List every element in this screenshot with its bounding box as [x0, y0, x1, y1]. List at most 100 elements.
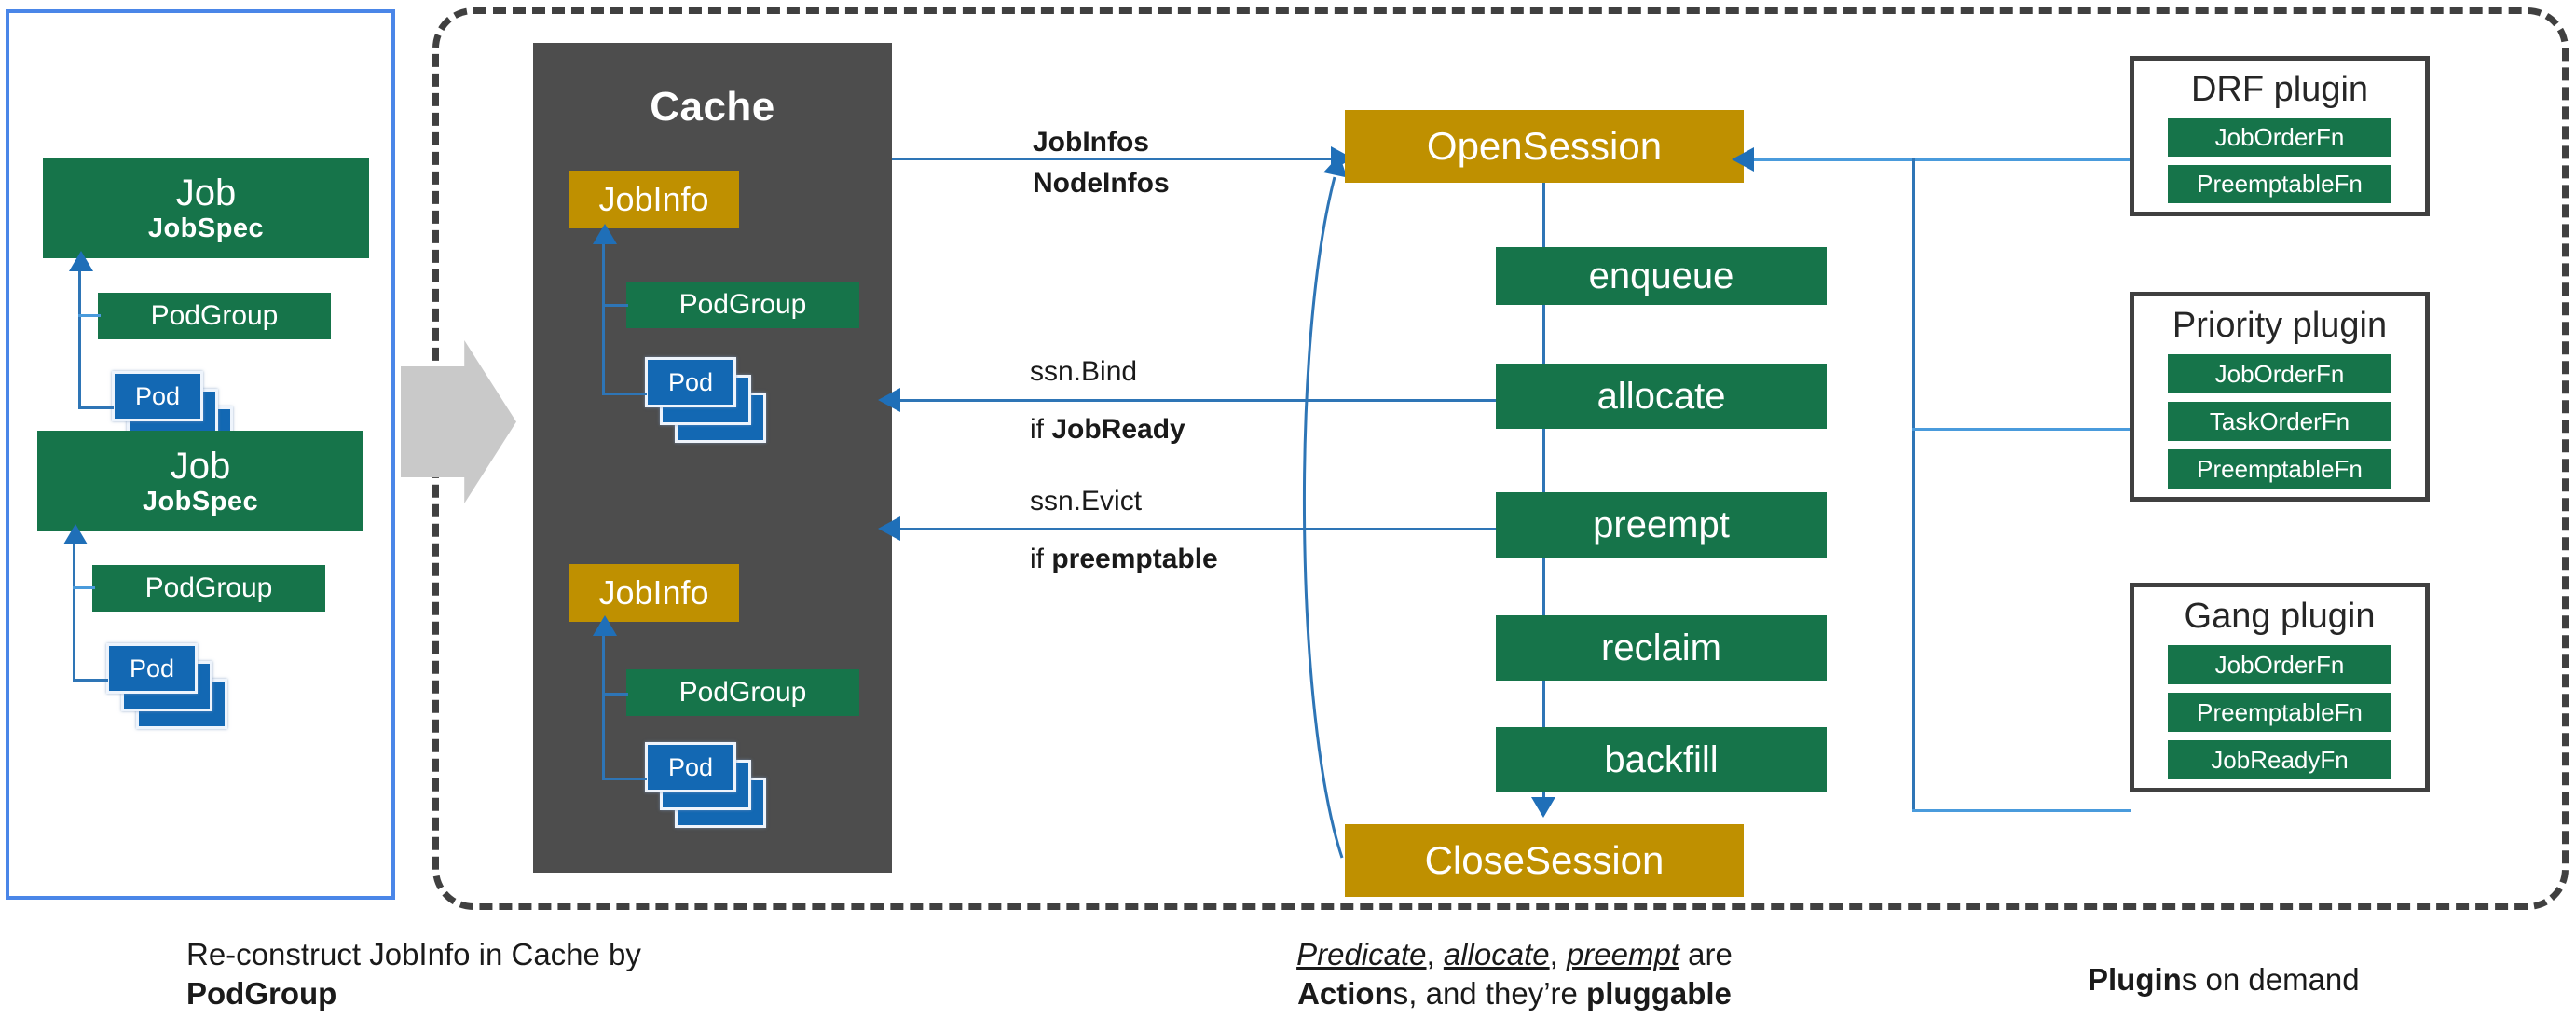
plugin-card-priority[interactable]: Priority plugin JobOrderFn TaskOrderFn P… [2130, 292, 2430, 502]
job-box-2: Job JobSpec [37, 431, 363, 531]
caption-mid-allocate: allocate [1443, 937, 1550, 971]
caption-right-bold: Plugin [2088, 962, 2182, 997]
job1-connector-arrowhead [69, 251, 93, 271]
job1-podgroup-stub [78, 314, 101, 317]
action-box-allocate[interactable]: allocate [1496, 364, 1827, 429]
caption-left: Re-construct JobInfo in Cache by PodGrou… [186, 935, 746, 1013]
action-label: preempt [1593, 504, 1730, 545]
flow-label-if-jobready: if JobReady [1030, 414, 1185, 446]
pod-card-front: Pod [106, 643, 198, 694]
job-spec-label: JobSpec [142, 486, 259, 516]
jobready-keyword: JobReady [1051, 414, 1185, 445]
caption-right: Plugins on demand [2088, 960, 2360, 999]
jobinfo1-podgroup-stub [602, 304, 628, 307]
pod-card-front: Pod [645, 742, 736, 792]
plugin-card-drf[interactable]: DRF plugin JobOrderFn PreemptableFn [2130, 56, 2430, 216]
plugin-fn-joborderfn: JobOrderFn [2168, 118, 2391, 157]
jobinfo1-pod-stub [602, 393, 647, 395]
jobinfo-box-1: JobInfo [569, 171, 739, 228]
plugin-fn-preemptablefn: PreemptableFn [2168, 693, 2391, 732]
kubernetes-resources-panel: Job JobSpec PodGroup Pod Job JobSpec Pod… [6, 9, 395, 900]
plugin-title: DRF plugin [2190, 70, 2369, 109]
jobinfo2-pod-stub [602, 778, 647, 780]
action-box-enqueue[interactable]: enqueue [1496, 247, 1827, 305]
plugin-title: Gang plugin [2184, 597, 2376, 636]
jobinfo1-connector-arrowhead [593, 224, 617, 244]
flow-label-if-preemptable: if preemptable [1030, 544, 1218, 575]
jobinfo-label: JobInfo [598, 180, 709, 219]
jobinfos-flow-line [892, 158, 1349, 160]
plugin-fn-preemptablefn: PreemptableFn [2168, 165, 2391, 203]
flow-label-jobinfos: JobInfos [1033, 127, 1149, 158]
plugin-fn-taskorderfn: TaskOrderFn [2168, 402, 2391, 441]
job-title: Job [175, 172, 237, 213]
caption-mid-pluggable: pluggable [1586, 976, 1732, 1012]
plugin-title: Priority plugin [2172, 306, 2388, 345]
podgroup-box-2: PodGroup [92, 565, 325, 612]
podgroup-label: PodGroup [678, 677, 807, 709]
job2-pod-stub [73, 679, 108, 682]
plugin-bus-gang-line [1912, 809, 2131, 812]
ssn-bind-flow-line [900, 399, 1501, 402]
plugin-bus-priority-line [1912, 428, 2131, 431]
plugin-bus-arrowhead [1732, 147, 1754, 172]
action-label: enqueue [1588, 255, 1734, 296]
action-label: reclaim [1601, 627, 1721, 668]
action-box-backfill[interactable]: backfill [1496, 727, 1827, 792]
caption-mid-actions: Action [1297, 976, 1393, 1012]
caption-left-line2: PodGroup [186, 976, 337, 1012]
backfill-to-close-arrowhead [1531, 797, 1555, 818]
opensession-box[interactable]: OpenSession [1345, 110, 1744, 183]
cache-pod-stack-2: Pod [645, 742, 766, 828]
cache-podgroup-box-2: PodGroup [626, 669, 859, 716]
pod-label: Pod [129, 654, 175, 682]
jobinfo-label: JobInfo [598, 573, 709, 613]
caption-mid-connector: s, and they’re [1392, 976, 1587, 1012]
job1-connector-vertical [78, 270, 81, 408]
caption-left-line1: Re-construct JobInfo in Cache by [186, 937, 641, 971]
plugin-bus-top-line [1754, 158, 2131, 161]
caption-mid-preempt: preempt [1566, 937, 1680, 971]
plugin-card-gang[interactable]: Gang plugin JobOrderFn PreemptableFn Job… [2130, 583, 2430, 792]
job-box-1: Job JobSpec [43, 158, 369, 258]
job-title: Job [170, 445, 231, 487]
closesession-label: CloseSession [1424, 837, 1665, 882]
plugin-fn-preemptablefn: PreemptableFn [2168, 449, 2391, 489]
if-prefix: if [1030, 414, 1052, 445]
closesession-box[interactable]: CloseSession [1345, 824, 1744, 897]
pod-card-front: Pod [645, 357, 736, 407]
jobinfo2-podgroup-stub [602, 693, 628, 696]
ssn-bind-arrowhead [878, 388, 900, 412]
jobinfo-box-2b: JobInfo [569, 564, 739, 622]
plugin-fn-jobreadyfn: JobReadyFn [2168, 740, 2391, 779]
jobinfo2-connector-vertical [602, 635, 605, 778]
flow-label-ssn-bind: ssn.Bind [1030, 356, 1138, 387]
job-spec-label: JobSpec [147, 213, 265, 243]
pod-label: Pod [667, 367, 714, 396]
preemptable-keyword: preemptable [1051, 544, 1218, 574]
job2-podgroup-stub [73, 586, 95, 589]
jobinfo1-connector-vertical [602, 243, 605, 394]
ssn-evict-arrowhead [878, 516, 900, 541]
cache-title: Cache [650, 84, 775, 130]
caption-middle: Predicate, allocate, preempt are Actions… [1296, 937, 1733, 1012]
flow-label-nodeinfos: NodeInfos [1033, 168, 1170, 199]
pod-card-front: Pod [112, 371, 203, 421]
if-prefix: if [1030, 544, 1052, 574]
podgroup-label: PodGroup [150, 300, 279, 332]
cache-pod-stack-1: Pod [645, 357, 766, 443]
cache-panel: Cache JobInfo PodGroup Pod JobInfo PodGr… [533, 43, 892, 873]
action-box-reclaim[interactable]: reclaim [1496, 615, 1827, 681]
pod-label: Pod [667, 752, 714, 781]
caption-mid-predicate: Predicate [1296, 937, 1427, 971]
plugin-fn-joborderfn: JobOrderFn [2168, 354, 2391, 393]
pod-stack-2: Pod [106, 643, 227, 729]
plugin-fn-joborderfn: JobOrderFn [2168, 645, 2391, 684]
action-box-preempt[interactable]: preempt [1496, 492, 1827, 558]
plugin-bus-vertical [1912, 158, 1915, 811]
action-label: backfill [1604, 739, 1719, 780]
caption-right-rest: s on demand [2181, 962, 2360, 997]
ssn-evict-flow-line [900, 528, 1501, 530]
jobinfo2-connector-arrowhead [593, 615, 617, 636]
